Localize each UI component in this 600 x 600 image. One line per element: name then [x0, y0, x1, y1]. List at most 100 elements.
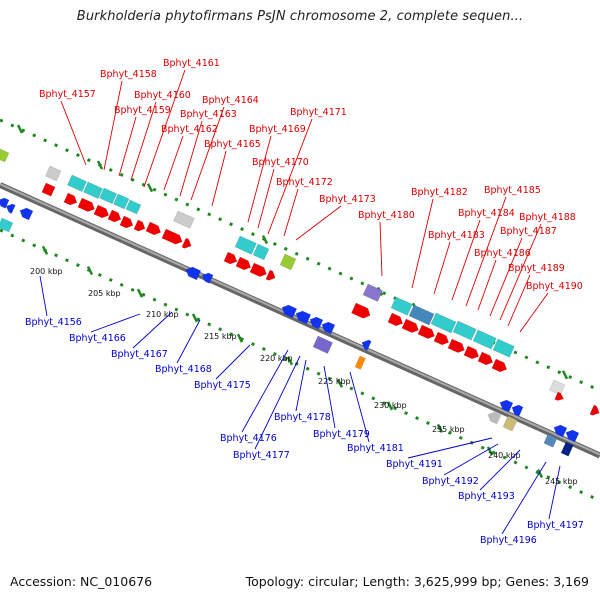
rrna-feature-shape	[408, 304, 435, 326]
rrna-feature	[0, 217, 14, 233]
other-feature	[543, 433, 558, 448]
label-leader-line	[349, 371, 370, 443]
label-leader-line	[267, 118, 313, 235]
gene-label: Bphyt_4172	[276, 177, 333, 188]
rrna-feature-shape	[113, 193, 130, 210]
reverse-gene	[201, 272, 214, 284]
forward-gene-shape	[223, 251, 238, 265]
reverse-gene-shape	[281, 304, 298, 319]
reverse-gene-shape	[487, 411, 502, 425]
forward-gene	[589, 404, 600, 416]
rrna-feature	[492, 338, 515, 358]
gene-label: Bphyt_4196	[480, 535, 537, 546]
rrna-feature-shape	[125, 199, 142, 215]
rrna-feature	[472, 329, 497, 350]
rrna-feature	[234, 235, 257, 255]
gene-label: Bphyt_4170	[252, 157, 309, 168]
gene-label: Bphyt_4191	[386, 459, 443, 470]
trna-feature	[173, 210, 195, 229]
reverse-gene-shape	[185, 266, 202, 281]
label-leader-line	[407, 437, 493, 459]
label-leader-line	[241, 349, 289, 433]
gene-label: Bphyt_4197	[527, 520, 584, 531]
rrna-feature-shape	[492, 338, 515, 358]
forward-gene	[401, 318, 419, 333]
other-feature	[354, 355, 366, 370]
rrna-feature	[99, 187, 118, 205]
label-leader-line	[499, 223, 542, 321]
rrna-feature-shape	[0, 147, 10, 163]
trna-feature-shape	[173, 210, 195, 229]
forward-gene-shape	[477, 351, 494, 366]
kbp-tick-label: 200 kbp	[30, 267, 63, 276]
reverse-gene	[0, 197, 10, 209]
forward-gene	[491, 358, 508, 373]
rrna-feature-shape	[430, 312, 457, 334]
reverse-gene-shape	[499, 399, 514, 413]
kbp-tick-label: 205 kbp	[88, 289, 121, 298]
forward-gene	[93, 204, 110, 219]
forward-gene-shape	[249, 262, 267, 277]
other-feature-shape	[312, 335, 333, 354]
forward-gene	[249, 262, 267, 277]
other-feature-shape	[362, 283, 383, 302]
forward-gene-shape	[107, 209, 122, 223]
label-leader-line	[179, 120, 203, 197]
rrna-feature-shape	[452, 320, 477, 341]
inner-track-tick	[436, 423, 444, 433]
label-leader-line	[323, 365, 336, 429]
forward-gene	[463, 345, 480, 360]
label-leader-line	[254, 355, 301, 450]
reverse-gene	[309, 316, 324, 330]
gene-label: Bphyt_4175	[194, 380, 251, 391]
gene-label: Bphyt_4163	[180, 109, 237, 120]
trna-feature-shape	[45, 165, 62, 182]
gene-label: Bphyt_4185	[484, 185, 541, 196]
label-leader-line	[283, 188, 299, 237]
inner-track-tick	[41, 245, 49, 255]
inner-track-tick	[236, 333, 244, 343]
other-feature	[502, 415, 518, 432]
forward-gene-shape	[351, 302, 371, 319]
genome-summary-text: Topology: circular; Length: 3,625,999 bp…	[245, 574, 589, 589]
forward-gene	[119, 215, 134, 229]
label-leader-line	[130, 101, 157, 181]
rrna-feature-shape	[390, 296, 413, 316]
trna-feature	[549, 379, 566, 396]
forward-gene-shape	[145, 221, 162, 236]
forward-gene	[107, 209, 122, 223]
label-leader-line	[60, 100, 87, 166]
forward-gene-shape	[93, 204, 110, 219]
forward-gene-shape	[265, 269, 276, 281]
kbp-tick-label: 240 kbp	[488, 451, 521, 460]
label-leader-line	[379, 221, 383, 277]
reverse-gene-shape	[553, 424, 568, 438]
gene-label: Bphyt_4167	[111, 349, 168, 360]
reverse-gene-shape	[361, 339, 372, 351]
reverse-gene	[281, 304, 298, 319]
rrna-feature	[125, 199, 142, 215]
label-leader-line	[519, 292, 549, 333]
gene-label: Bphyt_4184	[458, 208, 515, 219]
forward-gene	[447, 338, 465, 353]
forward-gene-shape	[401, 318, 419, 333]
label-leader-line	[465, 196, 507, 307]
reverse-gene	[19, 207, 34, 221]
forward-gene	[235, 256, 252, 271]
kbp-tick-label: 235 kbp	[432, 425, 465, 434]
reverse-gene-shape	[565, 429, 580, 443]
other-feature-shape	[354, 355, 366, 370]
gene-label: Bphyt_4181	[347, 443, 404, 454]
rrna-feature-shape	[252, 243, 270, 261]
forward-gene-shape	[417, 324, 435, 339]
inner-track-tick	[286, 356, 294, 366]
reverse-gene-shape	[309, 316, 324, 330]
forward-gene	[41, 182, 56, 197]
label-leader-line	[548, 465, 561, 520]
gene-label: Bphyt_4186	[474, 248, 531, 259]
label-leader-line	[215, 344, 251, 380]
gene-label: Bphyt_4179	[313, 429, 370, 440]
gene-label: Bphyt_4160	[134, 90, 191, 101]
forward-gene	[417, 324, 435, 339]
